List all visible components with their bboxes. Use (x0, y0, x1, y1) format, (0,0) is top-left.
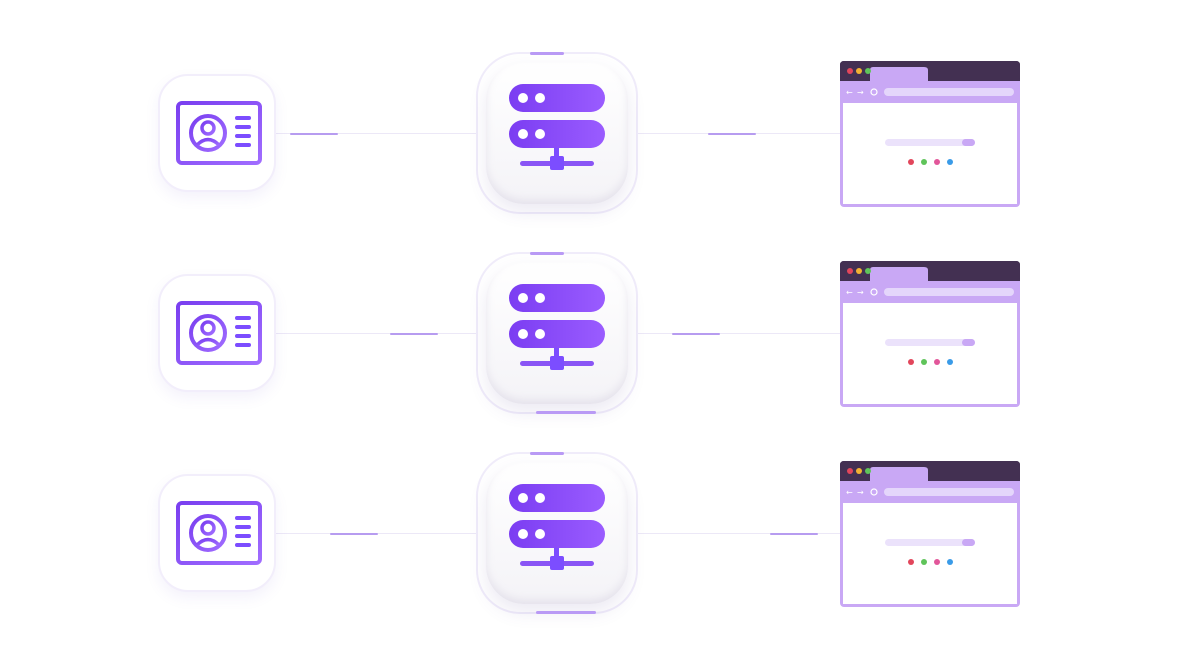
server-accent-bottom (536, 611, 596, 614)
diagram-row: ← → (0, 44, 1184, 224)
server-node (476, 52, 638, 214)
connector-accent (290, 132, 338, 135)
server-icon (486, 462, 628, 604)
connector-line (276, 532, 476, 535)
connector-line (276, 332, 476, 335)
svg-text:→: → (857, 288, 864, 297)
diagram-row: ← → (0, 444, 1184, 624)
connector-line (638, 532, 840, 535)
connector-accent (390, 332, 438, 335)
server-node (476, 252, 638, 414)
server-icon (486, 62, 628, 204)
client-node (158, 74, 276, 192)
connector-accent (770, 532, 818, 535)
connector-accent (708, 132, 756, 135)
svg-text:←: ← (846, 88, 853, 97)
server-node (476, 452, 638, 614)
browser-window-icon: ← → (840, 261, 1020, 407)
svg-text:←: ← (846, 288, 853, 297)
server-icon (486, 262, 628, 404)
server-accent-top (530, 252, 564, 255)
connector-line (638, 332, 840, 335)
connector-line (638, 132, 840, 135)
server-accent-bottom (536, 411, 596, 414)
connector-accent (330, 532, 378, 535)
svg-text:←: ← (846, 488, 853, 497)
browser-window-icon: ← → (840, 61, 1020, 207)
browser-window-icon: ← → (840, 461, 1020, 607)
server-accent-top (530, 452, 564, 455)
diagram-row: ← → (0, 244, 1184, 424)
svg-text:→: → (857, 488, 864, 497)
client-node (158, 474, 276, 592)
connector-line (276, 132, 476, 135)
connector-accent (672, 332, 720, 335)
server-accent-top (530, 52, 564, 55)
client-node (158, 274, 276, 392)
svg-text:→: → (857, 88, 864, 97)
